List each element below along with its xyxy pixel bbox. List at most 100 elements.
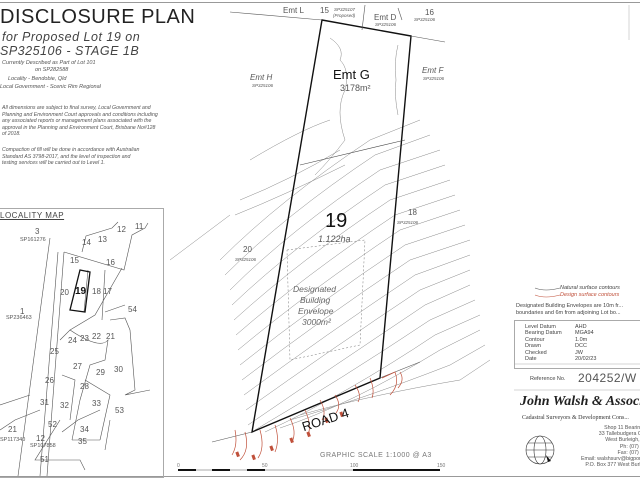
- lot-18-plan: SP325106: [397, 220, 419, 225]
- adjoining-boundary-n3: [397, 7, 403, 21]
- building-envelope-outline: [286, 239, 366, 361]
- lm-plan-sp236463: SP236463: [6, 315, 32, 321]
- lm-lot-13: 13: [98, 235, 107, 244]
- firm-subtitle: Cadastral Surveyors & Development Cons..…: [522, 415, 629, 421]
- lm-lot-51: 51: [40, 455, 49, 464]
- emt-l-status: (Proposed): [333, 13, 356, 18]
- lm-plan-sp107858: SP107858: [30, 443, 56, 449]
- emt-l-plan: SP325107: [334, 7, 356, 12]
- lm-lot-32: 32: [60, 401, 69, 410]
- lm-lot-29: 29: [96, 368, 105, 377]
- lm-lot-11: 11: [135, 222, 144, 231]
- plan-subtitle-2: SP325106 - STAGE 1B: [0, 44, 140, 58]
- lm-lot-24: 24: [68, 336, 77, 345]
- natural-contour-sample: [534, 287, 561, 291]
- design-contours: [231, 371, 403, 461]
- lm-plan-sp161276: SP161276: [20, 237, 46, 243]
- building-envelope-area: 3000m²: [302, 317, 331, 327]
- sheet-border-top: [0, 2, 640, 3]
- building-envelope-note: Designated Building Envelopes are 10m fr…: [516, 303, 624, 316]
- emt-f-label: Emt F: [422, 66, 444, 75]
- plan-title: DISCLOSURE PLAN: [0, 6, 196, 28]
- note-compaction: Compaction of fill will be done in accor…: [2, 147, 140, 166]
- watercourse-line: [314, 37, 347, 176]
- logo-arrow: [546, 455, 551, 462]
- lm-lot-53: 53: [115, 406, 124, 415]
- currently-described: Currently Described as Part of Lot 101: [2, 60, 96, 66]
- lm-lot-26: 26: [45, 376, 54, 385]
- emt-f-plan: SP325106: [423, 76, 445, 81]
- firm-logo-globe: [525, 435, 555, 465]
- lm-lot-23: 23: [80, 334, 89, 343]
- emt-h-plan: SP325106: [252, 83, 274, 88]
- emt-l-label: Emt L: [283, 6, 304, 15]
- easement-g-line: [299, 139, 406, 166]
- local-government-text: Local Government - Scenic Rim Regional: [0, 84, 101, 90]
- emt-g-area: 3178m²: [340, 83, 371, 93]
- locality-map-lines: [0, 221, 151, 477]
- design-contour-sample: [534, 294, 561, 298]
- scale-bar: [178, 469, 440, 471]
- note-dimensions: All dimensions are subject to final surv…: [2, 105, 158, 137]
- legend-natural-contours: Natural surface contours: [560, 285, 620, 291]
- currently-described-2: on SP282588: [35, 67, 69, 73]
- scale-tick-0: 0: [177, 463, 180, 469]
- lm-lot-18: 18: [92, 287, 101, 296]
- lm-lot-17: 17: [103, 287, 112, 296]
- lm-lot-19: 19: [75, 286, 87, 297]
- design-contour-markers: [235, 411, 344, 461]
- lm-lot-30: 30: [114, 365, 123, 374]
- adjoining-boundary-n2: [361, 4, 366, 31]
- lm-lot-1: 1: [20, 307, 25, 316]
- lm-lot-12: 12: [117, 225, 126, 234]
- lm-lot-35: 35: [78, 437, 87, 446]
- building-envelope-line1: Designated: [293, 284, 337, 294]
- lm-lot-16: 16: [106, 258, 115, 267]
- emt-d-plan: SP325106: [375, 22, 397, 27]
- lot-20-label: 20: [243, 245, 252, 254]
- plan-subtitle-1: for Proposed Lot 19 on: [2, 30, 141, 44]
- adjoining-boundary-ne: [410, 35, 446, 43]
- lm-lot-20: 20: [60, 288, 69, 297]
- lm-lot-21b: 21: [8, 425, 17, 434]
- lm-lot-21: 21: [106, 332, 115, 341]
- lm-lot-54: 54: [128, 305, 137, 314]
- firm-address: Shop 11 Bearingbah 33 Tallebudgera Creek…: [580, 425, 640, 469]
- lm-plan-sp117340: SP117340: [0, 437, 26, 443]
- road-boundary-e: [379, 361, 421, 379]
- locality-map-title: LOCALITY MAP: [0, 211, 65, 220]
- locality-map-frame: [0, 208, 164, 478]
- lot-19-number: 19: [325, 210, 348, 232]
- natural-contours: [169, 119, 491, 433]
- firm-name: John Walsh & Associates: [520, 394, 640, 409]
- lm-lot-52: 52: [48, 420, 57, 429]
- scale-tick-150: 150: [437, 463, 446, 469]
- locality-lot-19-outline: [69, 269, 91, 313]
- lm-lot-34: 34: [80, 425, 89, 434]
- lm-lot-25: 25: [50, 347, 59, 356]
- lot-16-plan: SP325106: [414, 17, 436, 22]
- locality-text: Locality - Bendobie, Qld: [8, 76, 67, 82]
- emt-h-label: Emt H: [250, 73, 273, 82]
- lot-16-label: 16: [425, 8, 434, 17]
- lm-lot-31: 31: [40, 398, 49, 407]
- building-envelope-line3: Envelope: [298, 306, 334, 316]
- scale-tick-100: 100: [350, 463, 359, 469]
- building-envelope-line2: Building: [300, 295, 331, 305]
- lm-lot-27: 27: [73, 362, 82, 371]
- lm-lot-14: 14: [82, 238, 91, 247]
- legend-design-contours: Design surface contours: [560, 292, 620, 298]
- lm-lot-33: 33: [92, 399, 101, 408]
- lot-20-plan: SP325106: [235, 257, 257, 262]
- reference-label: Reference No.: [530, 376, 566, 382]
- adjoining-boundary-north: [229, 11, 323, 21]
- emt-g-label: Emt G: [333, 67, 370, 82]
- lm-lot-15: 15: [70, 256, 79, 265]
